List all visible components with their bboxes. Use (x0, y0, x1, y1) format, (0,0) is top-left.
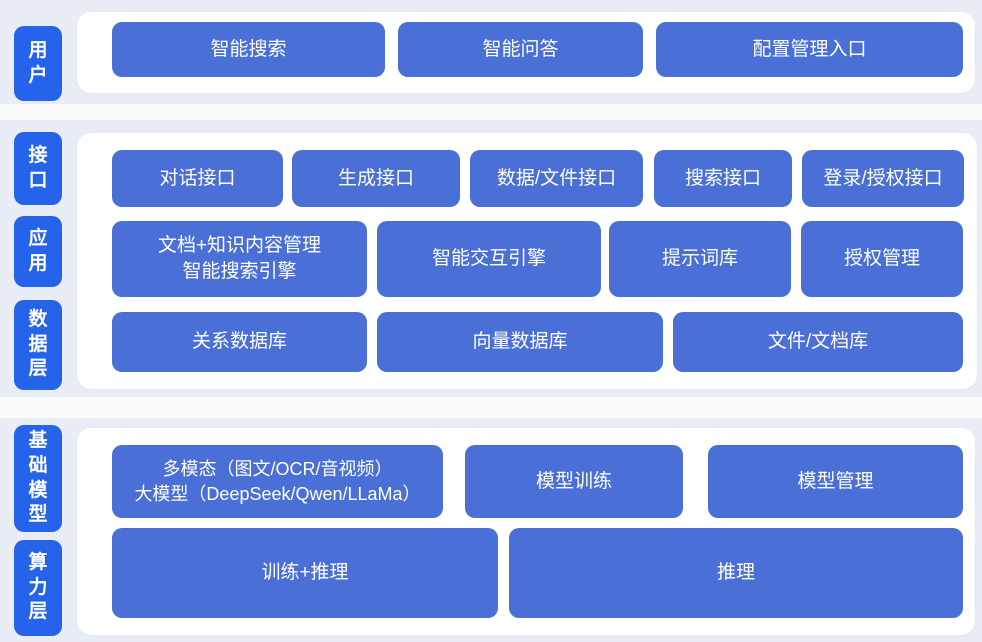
node-data-file-api: 数据/文件接口 (470, 150, 643, 207)
node-login-auth-api: 登录/授权接口 (802, 150, 964, 207)
node-prompt-library: 提示词库 (609, 221, 791, 297)
layer-label-base-model: 基础模型 (14, 425, 62, 532)
node-generation-api: 生成接口 (292, 150, 460, 207)
node-data-file-api-label: 数据/文件接口 (496, 167, 617, 189)
layer-label-application: 应用 (14, 216, 62, 287)
node-vector-db-label: 向量数据库 (472, 331, 568, 353)
node-auth-management: 授权管理 (801, 221, 963, 297)
node-generation-api-label: 生成接口 (337, 167, 414, 189)
layer-label-application-text: 应用 (28, 227, 48, 274)
node-doc-knowledge-line1: 文档+知识内容管理 (157, 235, 322, 257)
node-model-management: 模型管理 (708, 445, 963, 518)
layer-label-interface: 接口 (14, 132, 62, 205)
node-model-training-label: 模型训练 (535, 470, 612, 492)
node-smart-qa: 智能问答 (398, 22, 643, 77)
node-file-doc-store: 文件/文档库 (673, 312, 963, 372)
node-auth-management-label: 授权管理 (843, 248, 920, 270)
layer-label-interface-text: 接口 (28, 144, 48, 191)
node-inference: 推理 (509, 528, 963, 618)
node-doc-knowledge-line2: 智能搜索引擎 (182, 261, 297, 282)
node-file-doc-store-label: 文件/文档库 (767, 331, 869, 353)
node-vector-db: 向量数据库 (377, 312, 663, 372)
node-relational-db: 关系数据库 (112, 312, 367, 372)
node-inference-label: 推理 (716, 562, 755, 584)
layer-label-data: 数据层 (14, 300, 62, 390)
node-smart-search: 智能搜索 (112, 22, 385, 77)
layer-label-compute: 算力层 (14, 540, 62, 636)
node-search-api-label: 搜索接口 (684, 167, 761, 189)
node-multimodal-llm-line1: 多模态（图文/OCR/音视频） (162, 459, 393, 480)
node-config-entry-label: 配置管理入口 (752, 38, 867, 60)
node-relational-db-label: 关系数据库 (191, 331, 287, 353)
node-model-management-label: 模型管理 (797, 470, 874, 492)
node-multimodal-llm: 多模态（图文/OCR/音视频） 大模型（DeepSeek/Qwen/LLaMa） (112, 445, 443, 518)
node-interactive-engine-label: 智能交互引擎 (431, 248, 546, 270)
node-login-auth-api-label: 登录/授权接口 (823, 167, 943, 189)
node-smart-search-label: 智能搜索 (210, 38, 287, 60)
node-interactive-engine: 智能交互引擎 (377, 221, 601, 297)
node-train-inference: 训练+推理 (112, 528, 498, 618)
node-search-api: 搜索接口 (654, 150, 792, 207)
node-doc-knowledge-search-engine: 文档+知识内容管理 智能搜索引擎 (112, 221, 367, 297)
layer-label-base-model-text: 基础模型 (28, 430, 48, 526)
node-prompt-library-label: 提示词库 (661, 248, 738, 270)
layer-label-data-text: 数据层 (28, 308, 48, 380)
node-config-entry: 配置管理入口 (656, 22, 963, 77)
layer-label-user: 用户 (14, 26, 62, 101)
node-model-training: 模型训练 (465, 445, 683, 518)
node-dialog-api-label: 对话接口 (159, 167, 236, 189)
node-multimodal-llm-line2: 大模型（DeepSeek/Qwen/LLaMa） (134, 483, 421, 504)
layer-label-user-text: 用户 (28, 39, 48, 86)
node-dialog-api: 对话接口 (112, 150, 283, 207)
node-train-inference-label: 训练+推理 (261, 562, 349, 584)
node-smart-qa-label: 智能问答 (482, 38, 559, 60)
layer-label-compute-text: 算力层 (28, 551, 48, 623)
